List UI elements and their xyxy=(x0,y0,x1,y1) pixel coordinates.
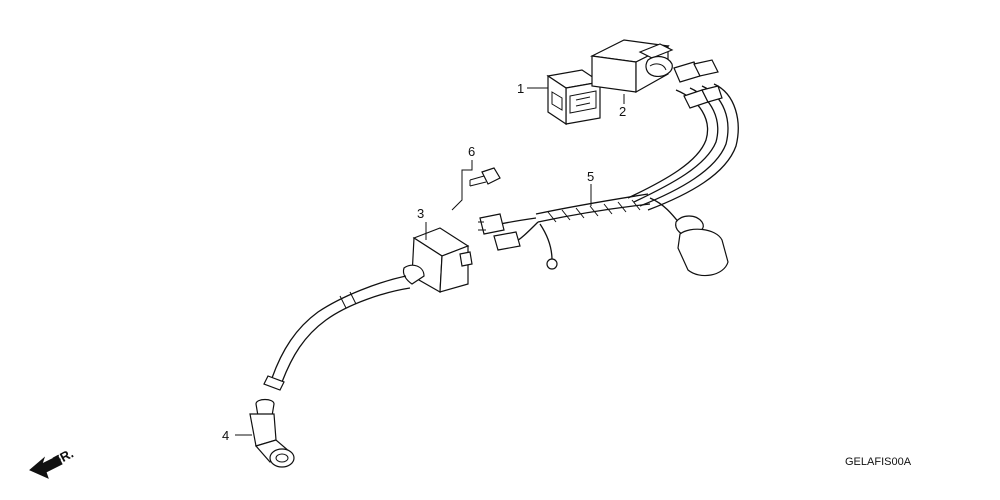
diagram-code: GELAFIS00A xyxy=(845,456,912,468)
part-5-wire-harness[interactable] xyxy=(478,59,739,277)
callout-1: 1 xyxy=(517,81,524,96)
front-direction-arrow: FR. xyxy=(29,446,76,479)
leader-lines xyxy=(235,87,625,436)
callout-6: 6 xyxy=(468,144,475,159)
part-6-bolt[interactable] xyxy=(469,167,501,187)
callout-5: 5 xyxy=(587,169,594,184)
part-2-cdi-unit[interactable] xyxy=(589,39,674,94)
callout-3: 3 xyxy=(417,206,424,221)
part-1-connector-block[interactable] xyxy=(546,69,602,126)
callout-2: 2 xyxy=(619,104,626,119)
part-3-ignition-coil[interactable] xyxy=(402,227,473,294)
ignition-lead xyxy=(263,275,411,391)
part-4-spark-plug-cap[interactable] xyxy=(249,398,295,468)
callout-4: 4 xyxy=(222,428,229,443)
